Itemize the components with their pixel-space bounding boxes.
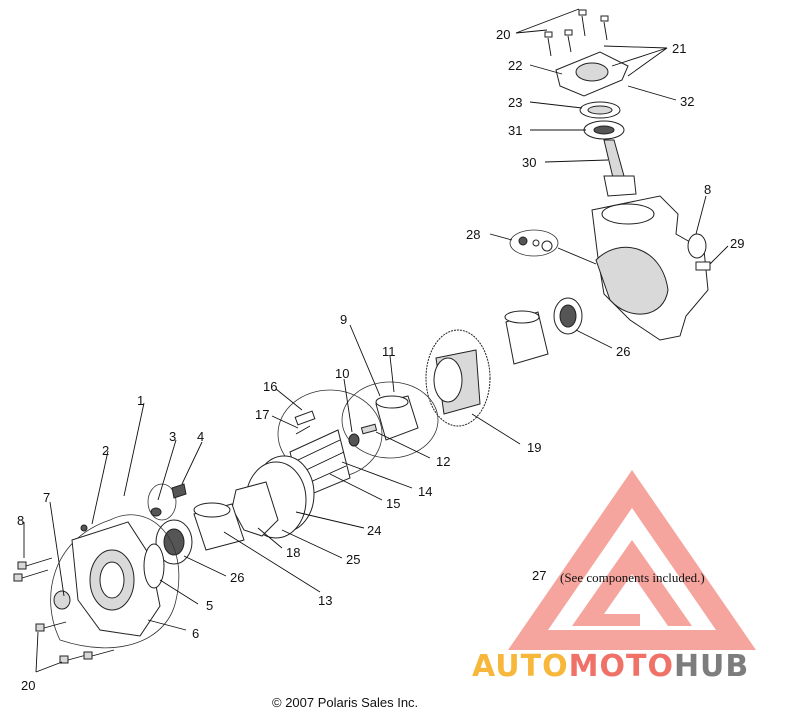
watermark-auto: AUTO [472,649,569,684]
callouts: 1 2 3 4 5 6 7 8 8 9 10 11 12 13 14 15 16… [17,27,744,693]
hub-13 [193,502,245,551]
leader-lines [23,8,729,673]
note-27-number: 27 [532,568,546,583]
top-bolts [544,9,609,57]
callout-4: 4 [197,429,204,444]
left-bolts [13,557,115,664]
copyright: © 2007 Polaris Sales Inc. [272,695,418,710]
o-ring-8-right [687,233,707,259]
callout-32: 32 [680,94,694,109]
rings-group [231,455,315,539]
logo-triangle-icon [508,470,756,650]
pin-12 [360,423,378,435]
callout-16: 16 [263,379,277,394]
roller-16 [294,410,316,426]
callout-7: 7 [43,490,50,505]
pad-3 [150,507,162,517]
callout-30: 30 [522,155,536,170]
callout-10: 10 [335,366,349,381]
ring-gear-19 [425,329,491,427]
cover-assembly-1 [50,514,180,649]
callout-26-right: 26 [616,344,630,359]
svg-text:AUTOMOTOHUB: AUTOMOTOHUB [472,649,749,684]
cover-plate-bore [575,62,609,82]
spring-10 [348,433,360,447]
callout-6: 6 [192,626,199,641]
callout-15: 15 [386,496,400,511]
watermark-hub: HUB [674,649,749,684]
logo-inner-mark-icon [572,540,692,626]
callout-13: 13 [318,593,332,608]
callout-20-bottom: 20 [21,678,35,693]
spring-17 [295,425,311,435]
vent-fitting-29 [695,261,711,271]
pinion-gear [603,175,637,197]
callout-23: 23 [508,95,522,110]
fastener-2 [80,524,88,532]
callout-31: 31 [508,123,522,138]
callout-25: 25 [346,552,360,567]
o-ring-5 [143,543,165,589]
housing-top-opening [601,203,655,225]
callout-1: 1 [137,393,144,408]
callout-17: 17 [255,407,269,422]
callout-22: 22 [508,58,522,73]
callout-24: 24 [367,523,381,538]
callout-3: 3 [169,429,176,444]
callout-21: 21 [672,41,686,56]
callout-18: 18 [286,545,300,560]
callout-12: 12 [436,454,450,469]
watermark-logo [508,470,756,650]
actuator-envelope [509,229,559,257]
callout-8-right: 8 [704,182,711,197]
callout-26-left: 26 [230,570,244,585]
callout-28: 28 [466,227,480,242]
note-27-text: (See components included.) [560,570,705,585]
callout-9: 9 [340,312,347,327]
callout-8-left: 8 [17,513,24,528]
pad-4 [171,483,187,499]
callout-14: 14 [418,484,432,499]
roller-clutch-group [341,381,439,459]
housing-bore [595,246,669,315]
callout-5: 5 [206,598,213,613]
callout-11: 11 [382,344,396,359]
upper-housing-assembly [504,9,711,365]
callout-2: 2 [102,443,109,458]
callout-20-top: 20 [496,27,510,42]
actuator-28 [518,236,528,246]
seal-7 [53,590,71,610]
watermark-moto: MOTO [569,649,674,684]
callout-29: 29 [730,236,744,251]
callout-19: 19 [527,440,541,455]
